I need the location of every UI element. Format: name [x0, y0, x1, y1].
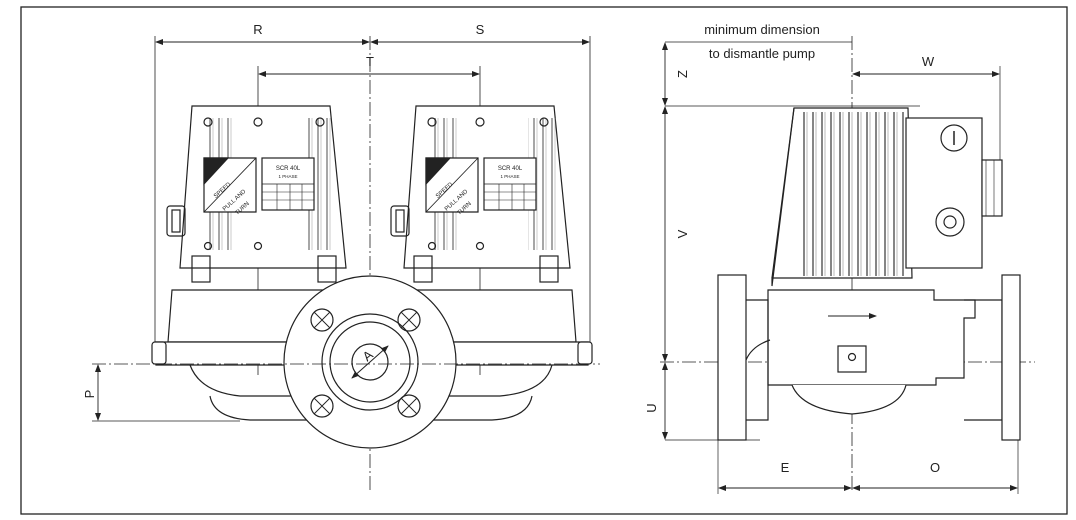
side-view	[660, 36, 1035, 494]
dim-Z-label: Z	[675, 70, 690, 78]
dim-V-label: V	[675, 229, 690, 238]
dim-T-label: T	[366, 54, 374, 69]
front-view	[92, 36, 600, 490]
cable-gland-side	[935, 207, 965, 237]
min-dim-line1: minimum dimension	[704, 22, 820, 37]
dim-S-label: S	[476, 22, 485, 37]
left-motor	[166, 105, 347, 283]
switch-knob	[940, 124, 968, 152]
dim-O-label: O	[930, 460, 940, 475]
min-dim-line2: to dismantle pump	[709, 46, 815, 61]
right-model-text: SCR 40L	[498, 166, 523, 172]
right-pipe-flange	[1001, 274, 1021, 441]
left-pipe-flange	[717, 274, 747, 441]
side-pump-housing	[767, 289, 976, 386]
twin-pump-body	[151, 275, 593, 449]
dim-W-label: W	[922, 54, 935, 69]
left-model-text: SCR 40L	[276, 166, 301, 172]
dim-R-label: R	[253, 22, 262, 37]
dim-E-label: E	[781, 460, 790, 475]
right-motor	[390, 105, 571, 283]
dim-U-label: U	[644, 403, 659, 412]
right-sub-text: 1 PHASE	[500, 174, 519, 179]
drawing-border	[20, 6, 1068, 515]
left-sub-text: 1 PHASE	[278, 174, 297, 179]
terminal-box	[905, 117, 983, 269]
dim-P-label: P	[82, 390, 97, 399]
